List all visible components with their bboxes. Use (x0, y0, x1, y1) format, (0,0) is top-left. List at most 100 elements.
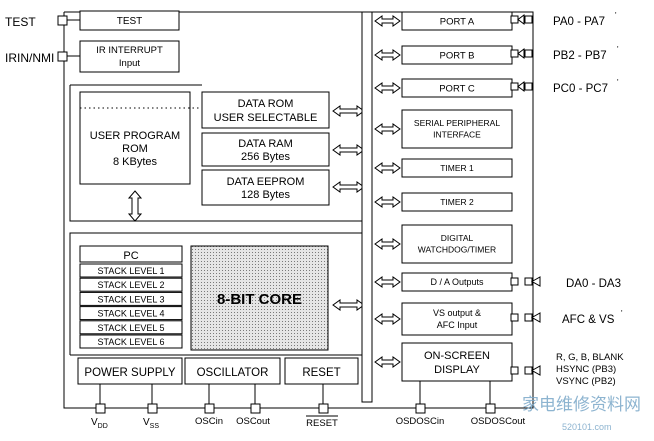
watchdog-block-label: DIGITAL (441, 233, 474, 243)
osdoscout-label: OSDOSCout (471, 416, 526, 427)
vdd-pin: VDD (91, 384, 108, 430)
svg-text:VDD: VDD (91, 417, 108, 430)
reset-block: RESET (284, 357, 359, 385)
data-ram-line2: 256 Bytes (241, 151, 290, 163)
watermark-cn: 家电维修资料网 (522, 395, 641, 414)
pc-label: PC (123, 250, 138, 262)
stack-level-box (79, 263, 183, 278)
chip-outline (63, 11, 534, 409)
core-block: 8-BIT CORE (190, 245, 329, 351)
arrow-data-rom (332, 105, 365, 117)
pa-label: PA0 - PA7 (553, 16, 605, 28)
da-block-label: D / A Outputs (430, 277, 484, 287)
port-a-block-label: PORT A (440, 16, 475, 27)
oscout-pin: OSCout (236, 384, 270, 427)
stack-level-box (79, 320, 183, 335)
port-a-connector: PA0 - PA7 ' (510, 11, 617, 28)
da-block-arrow (374, 276, 401, 288)
data-rom-line1: DATA ROM (238, 98, 294, 110)
port-b-block-label: PORT B (439, 50, 474, 61)
watermark-url: 520101.com (562, 422, 612, 432)
power-supply-block: POWER SUPPLY (77, 357, 183, 385)
vss-main: V (143, 417, 150, 428)
reset-pin: RESET (306, 384, 338, 429)
vs-afc-block-label: VS output & (433, 308, 481, 318)
oscin-label: OSCin (195, 416, 223, 427)
data-eeprom-block: DATA EEPROM 128 Bytes (201, 169, 330, 206)
watermark: 家电维修资料网 520101.com (522, 395, 641, 432)
ir-interrupt-block: IR INTERRUPT Input (79, 40, 180, 73)
port-a-block-arrow (374, 15, 401, 27)
vs-afc-block: VS output &AFC Input (374, 302, 513, 336)
test-pin: TEST (5, 15, 80, 29)
osd-block-label: DISPLAY (434, 364, 480, 376)
eeprom-line2: 128 Bytes (241, 189, 290, 201)
pc-block: PC (79, 245, 183, 263)
spi-block: SERIAL PERIPHERAL INTERFACE (374, 109, 513, 149)
oscin-pin: OSCin (195, 384, 223, 427)
port-c-connector: PC0 - PC7 ' (510, 78, 619, 95)
afc-tick: ' (621, 309, 623, 318)
stack-level-box (79, 277, 183, 292)
stack-level-label: STACK LEVEL 3 (97, 294, 164, 304)
memory-region: USER PROGRAM ROM 8 KBytes (69, 84, 362, 222)
rom-line2: ROM (122, 143, 148, 155)
data-ram-line1: DATA RAM (238, 138, 293, 150)
stack-level-label: STACK LEVEL 6 (97, 337, 164, 347)
timer1-block: TIMER 1 (374, 158, 513, 178)
stack-level-label: STACK LEVEL 5 (97, 323, 164, 333)
rom-line3: 8 KBytes (113, 156, 158, 168)
da-block: D / A Outputs (374, 272, 513, 292)
vss-pin: VSS (143, 384, 159, 430)
osdoscin-label: OSDOSCin (396, 416, 445, 427)
arrow-data-eeprom (332, 181, 365, 193)
stack-level-box (79, 291, 183, 306)
watchdog-block-arrow (374, 238, 401, 250)
osd-connector: R, G, B, BLANK HSYNC (PB3) VSYNC (PB2) (510, 352, 624, 387)
data-rom-line2: USER SELECTABLE (214, 112, 318, 124)
timer2-block-arrow (374, 196, 401, 208)
osd-line1: R, G, B, BLANK (556, 352, 624, 363)
osd-block-label: ON-SCREEN (424, 350, 490, 362)
spi-block-arrow (374, 123, 401, 135)
timer1-block-arrow (374, 162, 401, 174)
arrow-core (332, 299, 365, 311)
oscillator-block: OSCILLATOR (184, 357, 281, 385)
ir-interrupt-label: IR INTERRUPT (96, 45, 163, 56)
watchdog-block-label: WATCHDOG/TIMER (418, 245, 496, 255)
osd-line2: HSYNC (PB3) (556, 364, 616, 375)
spi-block-label: INTERFACE (433, 130, 481, 140)
timer2-block-label: TIMER 2 (440, 197, 474, 207)
pc-pin-label: PC0 - PC7 (553, 83, 608, 95)
port-b-block-arrow (374, 49, 401, 61)
test-block: TEST (79, 10, 180, 31)
port-a-block: PORT A (374, 11, 513, 31)
ir-input-label: Input (119, 58, 140, 69)
pa-tick: ' (615, 11, 617, 20)
port-b-connector: PB2 - PB7 ' (510, 45, 619, 62)
pc-tick: ' (617, 78, 619, 87)
arrow-data-ram (332, 144, 365, 156)
core-region (69, 232, 362, 356)
stack-level-box (79, 334, 183, 349)
oscout-label: OSCout (236, 416, 270, 427)
da-label: DA0 - DA3 (566, 278, 621, 290)
arrow-rom-core (127, 190, 143, 222)
vss-sub: SS (150, 423, 160, 430)
stack-level-box (79, 306, 183, 321)
test-block-label: TEST (117, 16, 143, 27)
osd-block: ON-SCREEN DISPLAY (374, 342, 513, 382)
spi-block-label: SERIAL PERIPHERAL (414, 118, 500, 128)
stack-level-label: STACK LEVEL 4 (97, 309, 164, 319)
port-b-block: PORT B (374, 45, 513, 65)
test-pin-label: TEST (5, 15, 36, 29)
osdoscin-pin: OSDOSCin (396, 381, 445, 427)
svg-text:VSS: VSS (143, 417, 159, 430)
timer2-block: TIMER 2 (374, 192, 513, 212)
osd-block-arrow (374, 356, 401, 368)
vdd-sub: DD (98, 423, 108, 430)
reset-pin-label: RESET (306, 418, 338, 429)
